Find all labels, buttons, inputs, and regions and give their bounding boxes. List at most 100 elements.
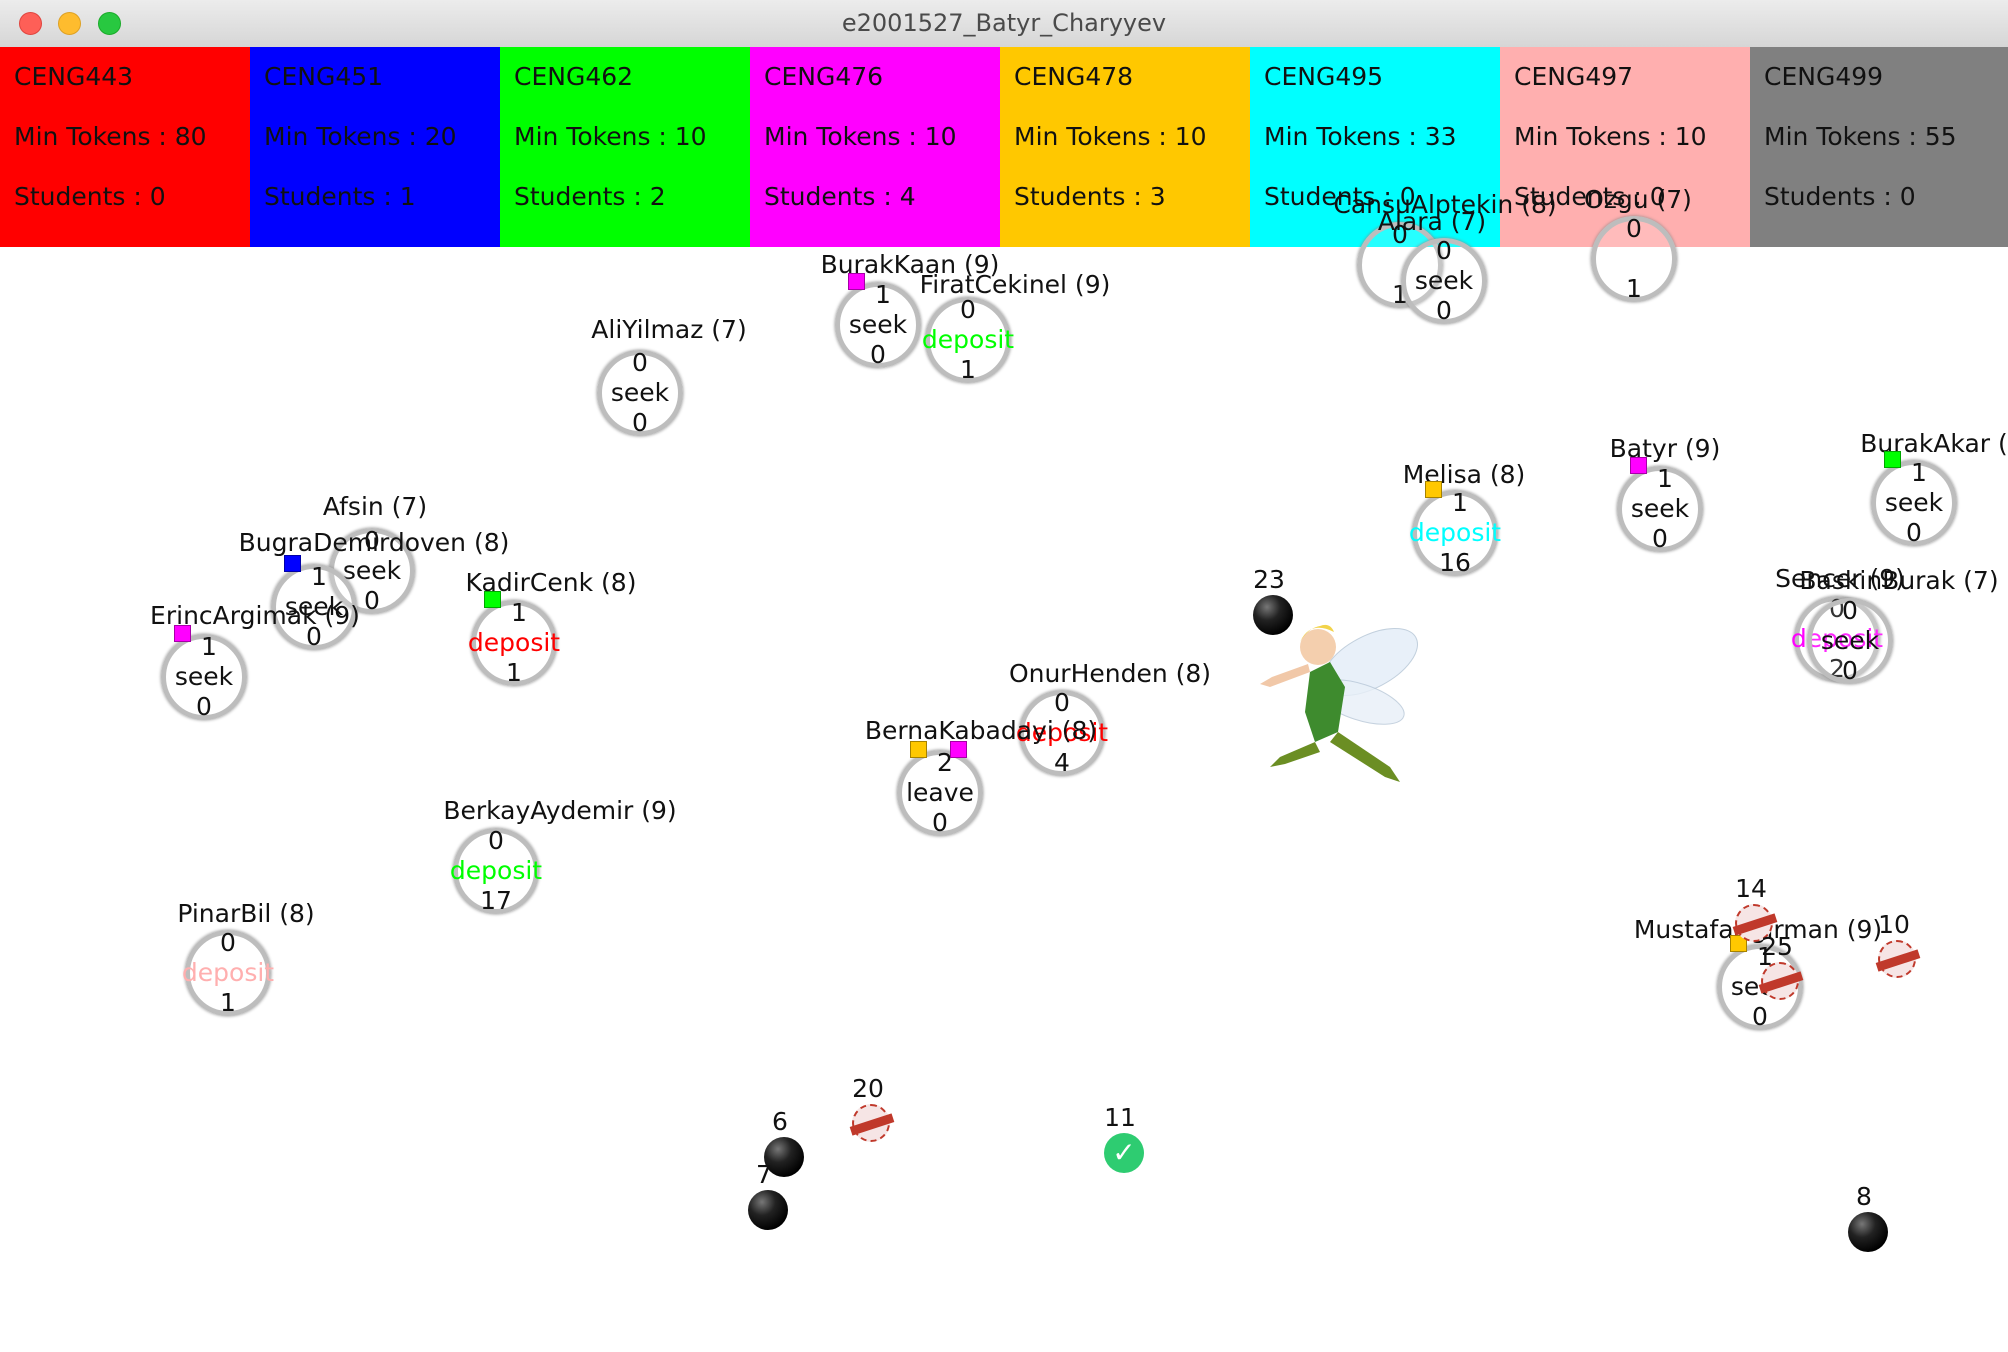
- student-ring: [835, 282, 921, 368]
- student-action: seek: [1630, 494, 1690, 523]
- course-code: CENG497: [1514, 62, 1634, 91]
- student-count: 1: [1626, 274, 1642, 303]
- course-token-cube: [484, 591, 501, 608]
- course-min-tokens: Min Tokens : 80: [14, 122, 207, 151]
- student-action: seek: [1414, 266, 1474, 295]
- course-min-tokens: Min Tokens : 10: [1514, 122, 1707, 151]
- student-name: Afsin (7): [322, 492, 428, 521]
- student-tokens: 2: [937, 748, 953, 777]
- course-token-cube: [910, 741, 927, 758]
- check-icon: ✓: [1104, 1133, 1144, 1173]
- student-ring: [925, 297, 1011, 383]
- window-title: e2001527_Batyr_Charyyev: [841, 9, 1167, 37]
- student-tokens: 0: [1842, 596, 1858, 625]
- student-action: deposit: [181, 958, 275, 987]
- student-tokens: 0: [488, 826, 504, 855]
- course-code: CENG499: [1764, 62, 1884, 91]
- title-bar[interactable]: e2001527_Batyr_Charyyev: [0, 0, 2008, 48]
- student-name: BaskinBurak (7): [1799, 566, 1999, 595]
- student-count: 0: [364, 586, 380, 615]
- item-number: 8: [1856, 1182, 1872, 1211]
- item-number: 7: [756, 1160, 772, 1189]
- student-action: seek: [342, 556, 402, 585]
- item-number: 6: [772, 1107, 788, 1136]
- course-min-tokens: Min Tokens : 20: [264, 122, 457, 151]
- student-count: 0: [1906, 518, 1922, 547]
- student-count: 4: [1054, 748, 1070, 777]
- student-tokens: 1: [1757, 942, 1773, 971]
- student-tokens: 1: [1657, 464, 1673, 493]
- student-action: deposit: [921, 325, 1015, 354]
- black-ball-icon: [1848, 1212, 1888, 1252]
- student-ring: [1807, 598, 1893, 684]
- student-count: 0: [1752, 1002, 1768, 1031]
- student-tokens: 1: [311, 562, 327, 591]
- close-button[interactable]: [19, 12, 42, 35]
- course-code: CENG451: [264, 62, 384, 91]
- student-tokens: 1: [201, 632, 217, 661]
- student-tokens: 0: [364, 526, 380, 555]
- student-ring: [1871, 460, 1957, 546]
- course-students: Students : 0: [1764, 182, 1916, 211]
- course-min-tokens: Min Tokens : 10: [764, 122, 957, 151]
- student-tokens: 0: [960, 295, 976, 324]
- course-students: Students : 3: [1014, 182, 1166, 211]
- zoom-button[interactable]: [98, 12, 121, 35]
- student-ring: [1412, 490, 1498, 576]
- student-action: deposit: [1015, 718, 1109, 747]
- student-ring: [471, 600, 557, 686]
- course-students: Students : 0: [14, 182, 166, 211]
- student-name: Batyr (9): [1609, 434, 1721, 463]
- student-name: Alara (7): [1377, 207, 1487, 236]
- student-name: Melisa (8): [1402, 460, 1526, 489]
- student-count: 16: [1439, 548, 1471, 577]
- course-code: CENG478: [1014, 62, 1134, 91]
- student-tokens: 1: [1452, 488, 1468, 517]
- student-ring: [161, 634, 247, 720]
- student-ring: [271, 564, 357, 650]
- student-tokens: 0: [220, 928, 236, 957]
- course-code: CENG476: [764, 62, 884, 91]
- student-name: Ozgu (7): [1584, 185, 1692, 214]
- student-ring: [1591, 216, 1677, 302]
- student-action: seek: [1820, 626, 1880, 655]
- student-name: BerkayAydemir (9): [443, 796, 677, 825]
- student-name: AliYilmaz (7): [591, 315, 747, 344]
- rejected-stamp-icon: [1878, 940, 1916, 978]
- course-students: Students : 0: [1514, 182, 1666, 211]
- student-name: FiratCekinel (9): [919, 270, 1111, 299]
- course-token-cube: [1730, 935, 1747, 952]
- black-ball-icon: [1253, 595, 1293, 635]
- student-action: leave: [906, 778, 974, 807]
- student-count: 0: [1652, 524, 1668, 553]
- student-ring: [453, 828, 539, 914]
- course-code: CENG462: [514, 62, 634, 91]
- course-token-cube: [1630, 457, 1647, 474]
- student-name: BurakAkar (: [1860, 429, 2008, 458]
- rejected-stamp-icon: [1735, 904, 1773, 942]
- student-action: seek: [174, 662, 234, 691]
- item-number: 14: [1735, 874, 1767, 903]
- student-tokens: 0: [1436, 236, 1452, 265]
- item-number: 11: [1104, 1103, 1136, 1132]
- fairy-icon: [1260, 624, 1419, 782]
- student-count: 1: [220, 988, 236, 1017]
- course-token-cube: [950, 741, 967, 758]
- course-min-tokens: Min Tokens : 10: [514, 122, 707, 151]
- student-action: seek: [610, 378, 670, 407]
- minimize-button[interactable]: [58, 12, 81, 35]
- student-count: 0: [632, 408, 648, 437]
- item-number: 20: [852, 1074, 884, 1103]
- course-min-tokens: Min Tokens : 10: [1014, 122, 1207, 151]
- student-count: 1: [960, 355, 976, 384]
- student-ring: [1617, 466, 1703, 552]
- student-action: deposit: [467, 628, 561, 657]
